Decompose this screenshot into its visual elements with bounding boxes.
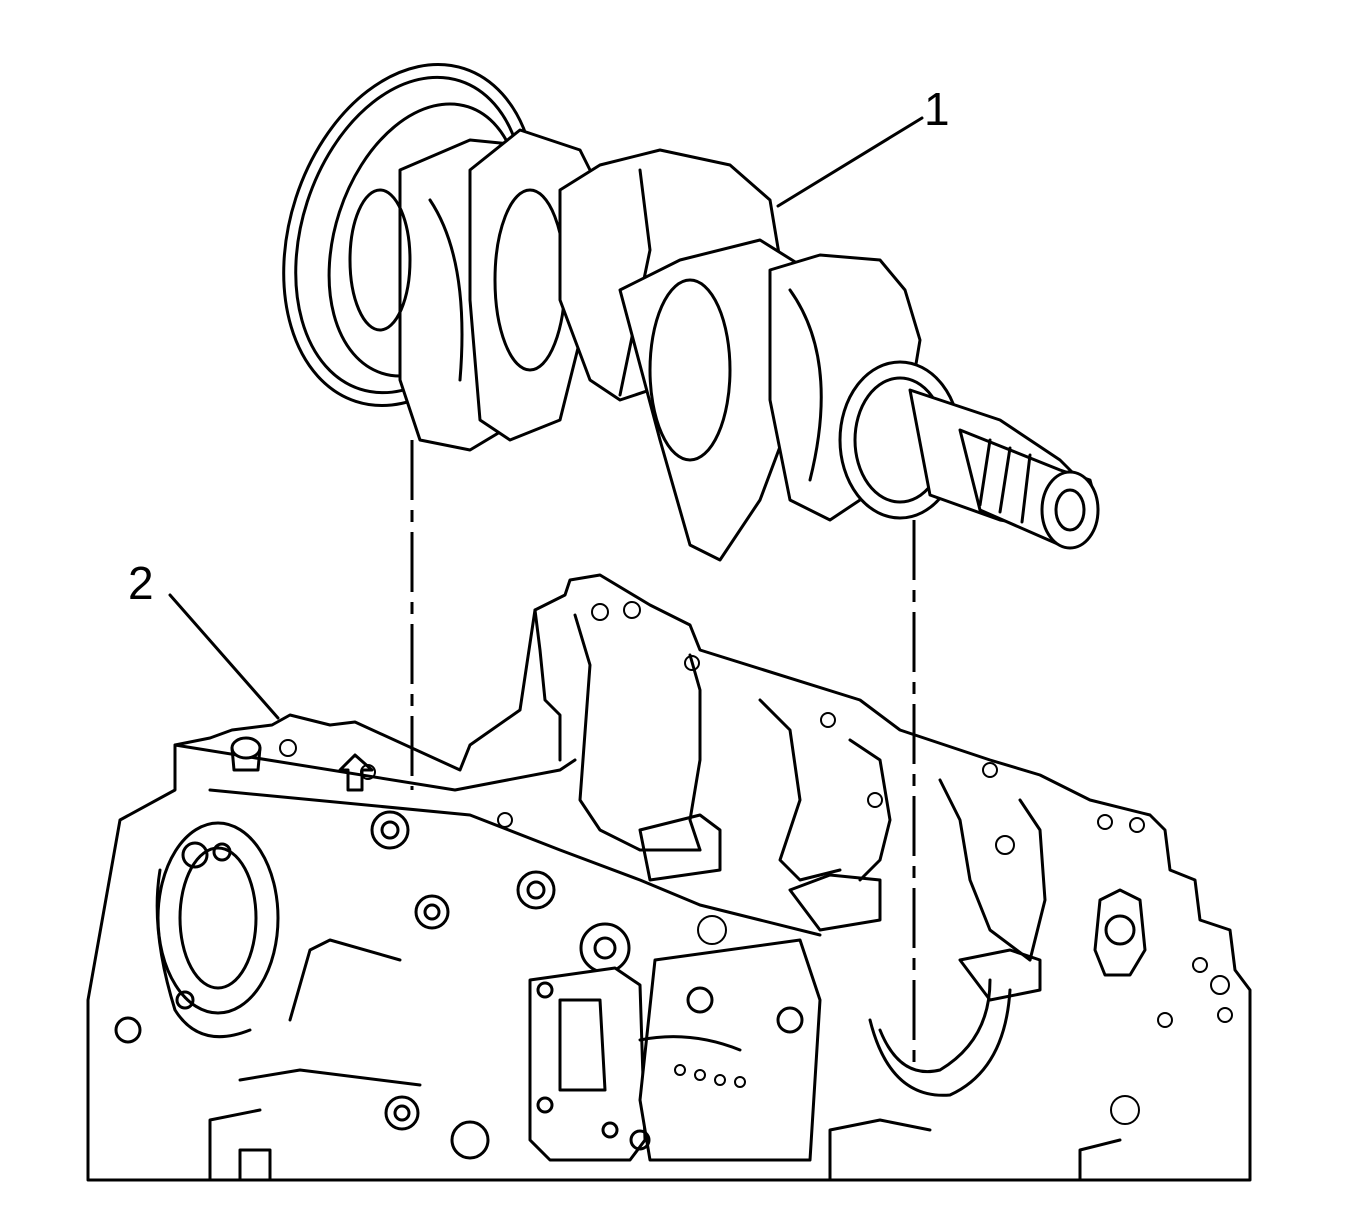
callout-label-1: 1 — [924, 83, 950, 135]
alignment-lines — [410, 440, 916, 1065]
leader-line-1 — [776, 116, 924, 208]
leader-line-2 — [168, 593, 280, 720]
callout-label-2: 2 — [128, 557, 154, 609]
leader-lines — [168, 116, 924, 720]
engine-block — [86, 573, 1252, 1182]
crankshaft — [282, 62, 1100, 562]
